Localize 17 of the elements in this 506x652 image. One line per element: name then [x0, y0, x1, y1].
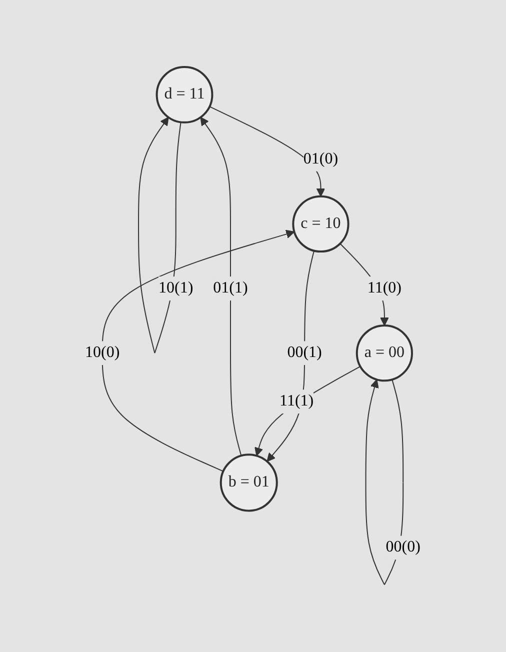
node-circle: d = 11 — [156, 66, 214, 124]
node-circle: a = 00 — [356, 324, 414, 382]
arrow — [254, 366, 362, 456]
node-circle: b = 01 — [220, 454, 278, 512]
arrow — [266, 250, 315, 462]
edge-label: 00(1) — [288, 344, 322, 362]
edge-label: 01(1) — [213, 280, 248, 297]
node-circle: c = 10 — [292, 196, 350, 253]
arrow — [209, 106, 326, 197]
edge-label: 01(0) — [304, 150, 338, 168]
edge-label: 10(0) — [85, 344, 120, 362]
edge-label: 00(0) — [386, 538, 421, 556]
edge-label: 11(0) — [368, 280, 402, 297]
edge-label: 11(1) — [280, 392, 314, 410]
arrow — [102, 230, 295, 472]
arrow — [200, 117, 242, 456]
edge-label: 10(1) — [158, 280, 194, 297]
